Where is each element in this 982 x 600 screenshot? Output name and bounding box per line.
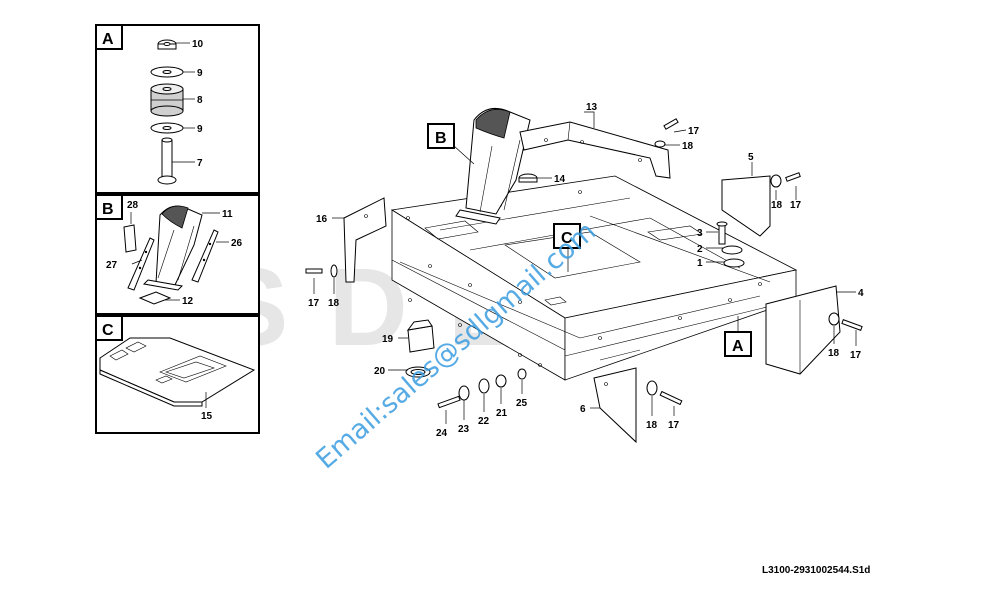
detail-box-c: C 15 xyxy=(95,315,260,434)
label-18-top: 18 xyxy=(682,141,694,152)
callout-b-label: B xyxy=(435,130,447,147)
callout-c: C xyxy=(553,223,581,249)
part-20-clamp xyxy=(405,366,431,378)
bracket-5 xyxy=(721,175,771,237)
label-19: 19 xyxy=(382,334,394,345)
label-17-bottom: 17 xyxy=(668,420,680,431)
label-6: 6 xyxy=(580,404,586,415)
label-16: 16 xyxy=(316,214,328,225)
fasteners xyxy=(305,118,863,409)
label-25: 25 xyxy=(516,398,528,409)
label-13: 13 xyxy=(586,102,598,113)
label-2: 2 xyxy=(697,244,703,255)
label-27: 27 xyxy=(106,260,118,271)
bracket-13 xyxy=(519,121,671,179)
label-14: 14 xyxy=(554,174,566,185)
part-19 xyxy=(406,319,435,353)
cover-4 xyxy=(765,285,841,375)
detail-box-b-title: B xyxy=(102,201,114,218)
label-21: 21 xyxy=(496,408,508,419)
parts-1-2-3 xyxy=(716,221,745,268)
label-9-bottom: 9 xyxy=(197,124,203,135)
label-8: 8 xyxy=(197,95,203,106)
label-24: 24 xyxy=(436,428,448,439)
label-17-left: 17 xyxy=(308,298,320,309)
label-17-top: 17 xyxy=(688,126,700,137)
label-5: 5 xyxy=(748,152,754,163)
label-18-right: 18 xyxy=(771,200,783,211)
label-11: 11 xyxy=(222,209,233,220)
label-23: 23 xyxy=(458,424,470,435)
callout-b: B xyxy=(427,123,455,149)
label-7: 7 xyxy=(197,158,203,169)
bracket-6 xyxy=(593,367,637,444)
label-1: 1 xyxy=(697,258,703,269)
label-15: 15 xyxy=(201,411,213,422)
label-10: 10 xyxy=(192,39,204,50)
part-14-cap xyxy=(518,173,538,183)
label-20: 20 xyxy=(374,366,386,377)
joystick-tower-b xyxy=(455,107,531,225)
label-12: 12 xyxy=(182,296,194,307)
label-4: 4 xyxy=(858,288,864,299)
callout-a-label: A xyxy=(732,338,744,355)
label-18-bottom: 18 xyxy=(646,420,658,431)
bracket-16 xyxy=(343,197,387,283)
label-18-left: 18 xyxy=(328,298,340,309)
callout-c-label: C xyxy=(561,230,573,247)
leader-lines xyxy=(313,111,857,424)
callout-a: A xyxy=(724,331,752,357)
label-9-top: 9 xyxy=(197,68,203,79)
drawing-reference-code: L3100-2931002544.S1d xyxy=(762,565,870,576)
label-22: 22 xyxy=(478,416,490,427)
label-17-far-right: 17 xyxy=(850,350,862,361)
detail-box-a: A 10 9 8 9 7 xyxy=(95,24,260,194)
detail-box-b: B 28 11 26 27 12 xyxy=(95,194,260,315)
label-17-right: 17 xyxy=(790,200,802,211)
label-3: 3 xyxy=(697,228,703,239)
label-26: 26 xyxy=(231,238,243,249)
detail-box-a-title: A xyxy=(102,31,114,48)
label-18-far-right: 18 xyxy=(828,348,840,359)
detail-box-c-title: C xyxy=(102,322,114,339)
part-number-labels: 13 17 18 14 5 18 17 16 3 2 1 17 18 4 18 … xyxy=(308,102,864,439)
label-28: 28 xyxy=(127,200,139,211)
